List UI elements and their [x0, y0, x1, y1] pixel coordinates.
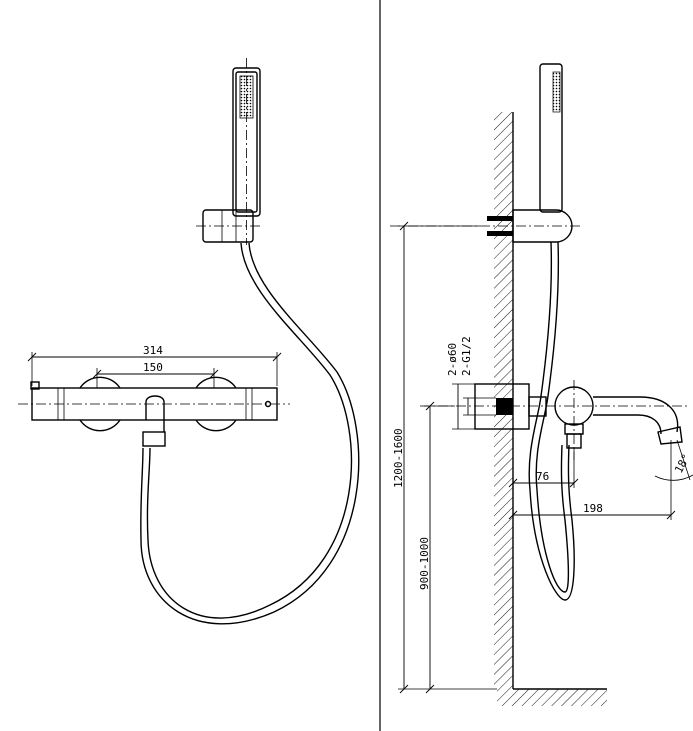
dimension-connection: 2-ø60 2-G1/2 [446, 336, 496, 430]
hand-shower-side [390, 63, 583, 243]
mixer-body-side [554, 380, 683, 460]
dim-76-label: 76 [536, 470, 549, 483]
dim-diameter-label: 2-ø60 [446, 343, 459, 376]
side-view: 18° 2-ø60 2-G1/2 1200-1600 [390, 63, 693, 706]
dimension-total-width: 314 [27, 344, 282, 386]
shower-hose-front [140, 242, 360, 625]
dimension-handle-spacing: 150 [92, 361, 219, 388]
dim-angle-label: 18° [672, 452, 693, 476]
dimension-bracket-height: 1200-1600 [392, 221, 497, 694]
dim-150-label: 150 [143, 361, 163, 374]
dim-198-label: 198 [583, 502, 603, 515]
dimension-spout-reach: 198 [508, 470, 676, 520]
dim-314-label: 314 [143, 344, 163, 357]
dim-bracket-height-label: 1200-1600 [392, 428, 405, 488]
front-view: 314 150 [18, 58, 360, 625]
mixer-body-front [18, 376, 290, 447]
dimension-mixer-height: 900-1000 [418, 401, 455, 694]
dim-mixer-height-label: 900-1000 [418, 537, 431, 590]
dim-thread-label: 2-G1/2 [460, 336, 473, 376]
dimension-wall-offset: 76 [508, 448, 579, 488]
wall-bracket-front [196, 209, 262, 243]
shower-hose-side [528, 241, 575, 601]
dimension-spout-angle: 18° [654, 439, 693, 485]
hand-shower-front [232, 58, 261, 245]
